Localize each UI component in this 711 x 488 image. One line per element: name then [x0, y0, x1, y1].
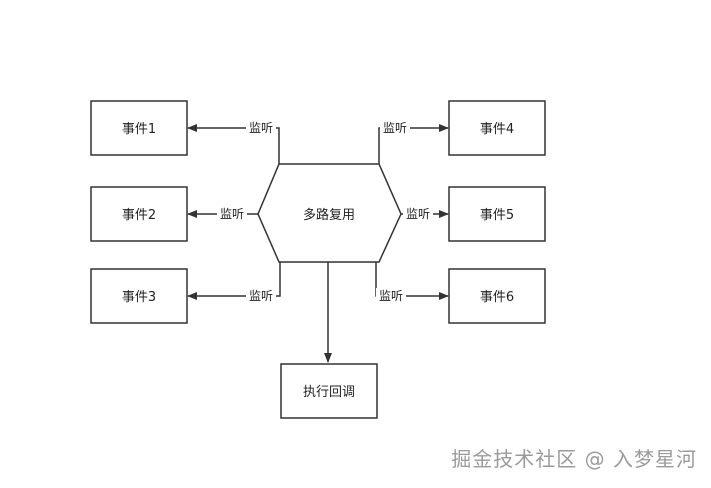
edge-label-5-text: 监听 — [406, 207, 430, 221]
edge-label-1: 监听 — [246, 120, 276, 136]
event-node-6: 事件6 — [448, 268, 546, 324]
event-node-1: 事件1 — [90, 100, 188, 156]
edge-label-3-text: 监听 — [249, 289, 273, 303]
edge-label-4-text: 监听 — [383, 121, 407, 135]
event-node-3-label: 事件3 — [122, 290, 156, 305]
event-node-5: 事件5 — [448, 186, 546, 242]
event-node-4-label: 事件4 — [480, 122, 514, 137]
multiplexer-label: 多路复用 — [303, 207, 355, 223]
edge-label-2: 监听 — [217, 206, 247, 222]
edge-to-event-1 — [187, 124, 280, 164]
edge-label-1-text: 监听 — [249, 121, 273, 135]
callback-label: 执行回调 — [303, 385, 355, 400]
multiplexer-node: 多路复用 — [257, 163, 402, 263]
event-node-6-label: 事件6 — [480, 290, 514, 305]
edge-label-5: 监听 — [403, 206, 433, 222]
edge-label-2-text: 监听 — [220, 207, 244, 221]
callback-node: 执行回调 — [280, 363, 378, 419]
watermark: 掘金技术社区 @ 入梦星河 — [451, 447, 697, 471]
event-node-5-label: 事件5 — [480, 208, 514, 223]
event-node-4: 事件4 — [448, 100, 546, 156]
edge-to-event-4 — [378, 124, 449, 164]
edge-label-4: 监听 — [380, 120, 410, 136]
event-node-2: 事件2 — [90, 186, 188, 242]
event-node-3: 事件3 — [90, 268, 188, 324]
edge-label-6: 监听 — [376, 288, 406, 304]
event-node-2-label: 事件2 — [122, 208, 156, 223]
edge-label-3: 监听 — [246, 288, 276, 304]
edge-to-event-3 — [187, 262, 281, 300]
event-node-1-label: 事件1 — [122, 122, 156, 137]
edge-label-6-text: 监听 — [379, 289, 403, 303]
